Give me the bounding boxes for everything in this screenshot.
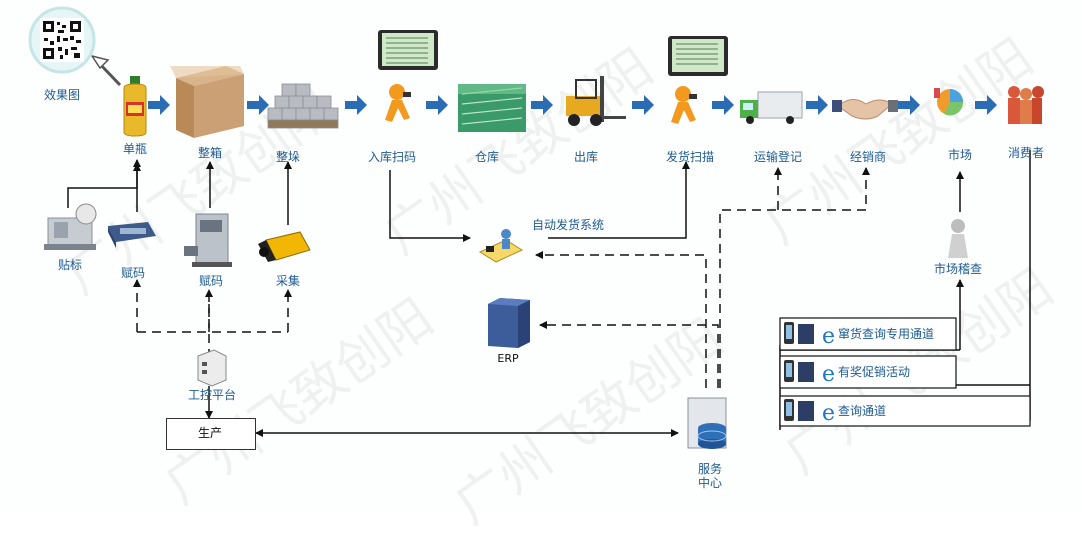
warehouse-icon	[458, 84, 526, 132]
labeler-label: 贴标	[57, 258, 83, 272]
warehouse-label: 仓库	[474, 150, 500, 164]
flow-arrows	[148, 95, 997, 115]
scanner-screen-icon	[378, 30, 438, 70]
pallet-label: 整垛	[275, 150, 301, 164]
svg-text:e: e	[822, 362, 835, 387]
production-label: 生产	[197, 426, 223, 440]
market-label: 市场	[947, 148, 973, 162]
production-box	[166, 418, 256, 450]
industrial-pc-icon	[197, 349, 227, 387]
carton-label: 整箱	[197, 146, 223, 160]
auto-ship-label: 自动发货系统	[532, 218, 605, 232]
inkjet-coder-icon	[184, 213, 232, 267]
handshake-icon	[832, 99, 898, 120]
scanner-screen-icon	[668, 36, 728, 76]
qr-code-icon	[28, 6, 96, 74]
service-center-label: 服务 中心	[697, 462, 723, 490]
carton-box-icon	[170, 66, 244, 138]
svg-text:e: e	[822, 401, 835, 426]
scanning-person-icon	[671, 86, 697, 124]
outbound-label: 出库	[573, 150, 599, 164]
ipc-label: 工控平台	[187, 388, 237, 402]
erp-label: ERP	[497, 352, 519, 365]
market-pie-icon	[934, 88, 964, 116]
inspector-person-icon	[948, 219, 968, 258]
forklift-icon	[566, 76, 626, 126]
bottle-label: 单瓶	[122, 142, 148, 156]
channel-promotion-label: 有奖促销活动	[838, 365, 911, 379]
svg-text:e: e	[822, 324, 835, 349]
labeler-machine-icon	[44, 203, 97, 250]
oil-bottle-icon	[123, 76, 147, 137]
camera-label: 采集	[275, 274, 301, 288]
coder2-label: 赋码	[198, 274, 224, 288]
phone-scan-browser-icons: e e e	[784, 322, 835, 426]
service-center-icon	[687, 397, 727, 449]
camera-scanner-icon	[258, 231, 311, 262]
consumers-icon	[1008, 86, 1044, 124]
traceability-flow-diagram: 广州飞致创阳 广州飞致创阳 广州飞致创阳 广州飞致创阳 广州飞致创阳 广州飞致创…	[28, 6, 1065, 537]
inbound-scan-label: 入库扫码	[367, 150, 417, 164]
coder1-label: 赋码	[120, 266, 146, 280]
auto-shipping-system-icon	[478, 229, 524, 263]
consumer-label: 消费者	[1007, 146, 1045, 160]
pallet-stack-icon	[267, 83, 339, 129]
ship-scan-label: 发货扫描	[665, 150, 715, 164]
channel-query-label: 查询通道	[838, 404, 887, 418]
effect-label: 效果图	[43, 88, 81, 102]
truck-icon	[740, 91, 803, 124]
market-check-label: 市场稽查	[933, 262, 983, 276]
dealer-label: 经销商	[849, 150, 887, 164]
erp-server-icon	[488, 298, 530, 348]
coding-printer-icon	[108, 222, 156, 248]
channel-anti-diversion-label: 窜货查询专用通道	[838, 327, 935, 341]
scanning-person-icon	[385, 84, 411, 122]
transport-label: 运输登记	[753, 150, 803, 164]
connector-layer: e e e	[28, 6, 1044, 449]
